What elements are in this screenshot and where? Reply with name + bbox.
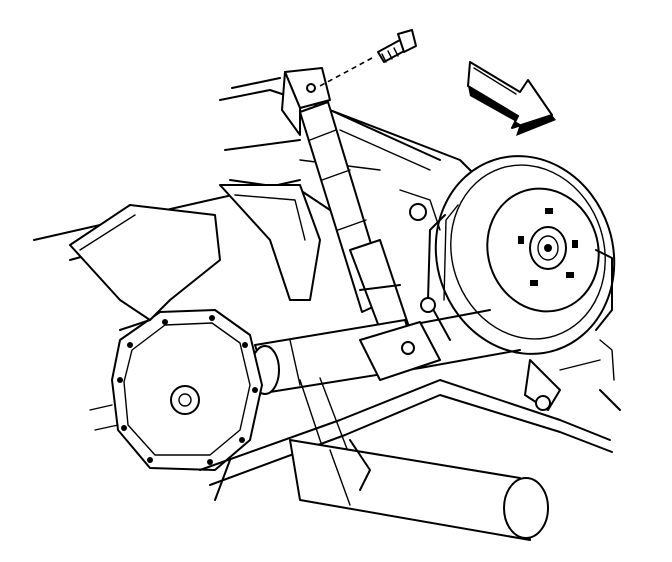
upper-shock-mount (281, 67, 331, 136)
lower-shock-mount (359, 321, 561, 411)
body-panel (69, 204, 221, 331)
front-of-vehicle-arrow (467, 61, 556, 136)
detail-lines (89, 189, 621, 501)
wheel-hub (486, 187, 615, 381)
differential-cover (111, 309, 263, 471)
crossmember-tube (289, 439, 549, 541)
bolt (319, 29, 417, 87)
